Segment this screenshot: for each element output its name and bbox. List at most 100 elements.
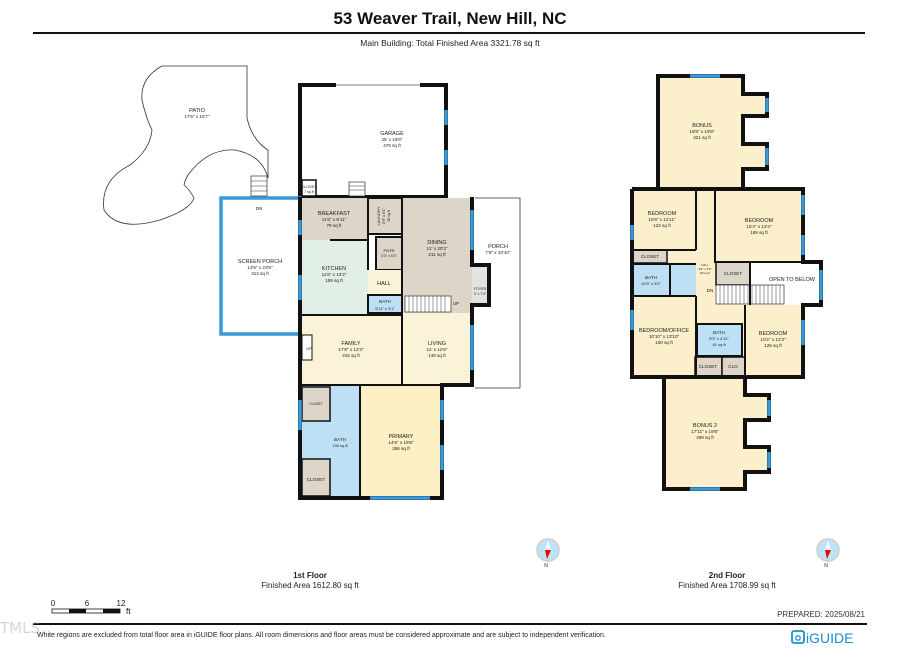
patio-stairs-dn: DN (256, 206, 263, 211)
screen-porch-area: 313 sq ft (251, 271, 269, 276)
page-subtitle: Main Building: Total Finished Area 3321.… (360, 38, 540, 48)
compass-north-label: N (544, 563, 548, 569)
patio-outline (103, 65, 269, 225)
page-title: 53 Weaver Trail, New Hill, NC (333, 9, 566, 28)
dining-area: 211 sq ft (428, 252, 446, 257)
hall-area: 69 sq ft (700, 271, 710, 275)
hall-room (368, 270, 402, 295)
bonus2-dims: 17'11" x 19'8" (691, 429, 719, 434)
clo-name: CLO (728, 364, 738, 369)
living-room (402, 313, 472, 385)
breakfast-name: BREAKFAST (318, 211, 351, 217)
dining-dims: 12' x 20'3" (426, 246, 447, 251)
bonus2-name: BONUS 2 (693, 423, 717, 429)
watermark-logo: TMLS (0, 619, 40, 637)
garage-stairs (348, 181, 366, 197)
family-stairs-up: UP (306, 346, 312, 351)
porch-outline (475, 197, 521, 389)
bath2-room (696, 323, 743, 357)
floor-2-area: Finished Area 1708.99 sq ft (678, 581, 776, 590)
closet-small-name: CLOSET (309, 402, 323, 406)
garage-area: 479 sq ft (383, 143, 401, 148)
pantry-name: PNTR (384, 248, 395, 253)
screen-porch-dims: 13'5" x 23'5" (247, 265, 273, 270)
compass-icon: N (536, 538, 560, 569)
hall-dims: 3'8" x 4'9" (698, 267, 711, 271)
floor-1-interior-walls (300, 198, 472, 498)
bonus-dims: 18'8" x 19'8" (689, 129, 715, 134)
bonus-name: BONUS (692, 123, 712, 129)
disclaimer-text: White regions are excluded from total fl… (37, 632, 606, 639)
bedroom3-dims: 10'2" x 12'3" (760, 337, 786, 342)
family-dims: 17'8" x 12'3" (338, 347, 364, 352)
iguide-logo-icon (791, 630, 805, 644)
pantry-dims: 4'3" x 6'3" (381, 254, 397, 258)
foyer-name: FOYER (474, 287, 487, 291)
hall-name: HALL (701, 263, 709, 267)
bath2-dims: 8'3" x 4'11" (709, 336, 729, 341)
main-stairs: UP (404, 295, 459, 313)
office-name: BEDROOM/OFFICE (639, 328, 689, 334)
primary-bath-name: BATH (334, 437, 346, 442)
office-area: 150 sq ft (655, 340, 673, 345)
family-stairs: UP (301, 334, 313, 361)
bonus2-area: 299 sq ft (696, 435, 714, 440)
closet-name: CLOSET (307, 477, 326, 482)
open-to-below-label: OPEN TO BELOW (769, 277, 816, 283)
breakfast-area: 79 sq ft (326, 223, 342, 228)
bedroom3-area: 125 sq ft (764, 343, 782, 348)
bonus-area: 321 sq ft (693, 135, 711, 140)
primary-bath-area: 130 sq ft (332, 443, 348, 448)
scale-tick: 0 (51, 599, 56, 608)
garage-closet-area: 7 sq ft (304, 190, 314, 194)
garage-dims: 25' x 19'8" (381, 137, 402, 142)
living-dims: 12' x 12'5" (426, 347, 447, 352)
laundry-dims: 5'9" x 6'1" (382, 207, 386, 223)
dining-room (402, 198, 472, 313)
patio-stairs: DN (250, 175, 268, 211)
porch-name: PORCH (488, 244, 508, 250)
family-name: FAMILY (341, 341, 360, 347)
patio-dims: 17'5" x 16'7" (184, 114, 210, 119)
closet1-name: CLOSET (641, 254, 660, 259)
floor-2-plan: BONUS 18'8" x 19'8" 321 sq ft DN BEDROOM… (630, 74, 823, 491)
family-room (300, 315, 402, 385)
floor-2-interior-walls (632, 189, 803, 377)
porch-dims: 7'8" x 33'10" (485, 250, 511, 255)
floor-1-plan: PATIO 17'5" x 16'7" GARAGE 25' x 19'8" 4… (103, 65, 521, 500)
primary-name: PRIMARY (389, 434, 414, 440)
bath1-name: BATH (645, 275, 657, 280)
bedroom3-name: BEDROOM (759, 331, 788, 337)
family-area: 215 sq ft (342, 353, 360, 358)
primary-area: 286 sq ft (392, 446, 410, 451)
floor-1-label: 1st Floor (293, 571, 327, 580)
laundry-area: 35 sq ft (387, 210, 391, 222)
living-name: LIVING (428, 341, 446, 347)
prepared-date: PREPARED: 2025/08/21 (777, 610, 865, 619)
kitchen-name: KITCHEN (322, 266, 346, 272)
bedroom1-area: 123 sq ft (653, 223, 671, 228)
primary-room (360, 385, 442, 498)
patio-name: PATIO (189, 108, 205, 114)
pantry-room (375, 236, 403, 271)
breakfast-dims: 11'6" x 6'11" (322, 217, 347, 222)
kitchen-area: 159 sq ft (325, 278, 343, 283)
scale-unit: ft (126, 607, 131, 616)
scale-tick: 6 (85, 599, 90, 608)
garage-closet-name: CLOSET (302, 185, 317, 189)
dining-name: DINING (427, 240, 446, 246)
iguide-brand: iGUIDE (806, 630, 853, 646)
bath1-room (632, 264, 696, 296)
bath2-area: 41 sq ft (712, 342, 726, 347)
foyer-dims: 3' x 7'4" (474, 292, 487, 296)
kitchen-room (300, 240, 368, 315)
floor-2-label: 2nd Floor (709, 571, 745, 580)
bath-name: BATH (379, 299, 391, 304)
bedroom1-dims: 10'9" x 12'11" (648, 217, 676, 222)
garage-name: GARAGE (380, 131, 404, 137)
iguide-logo: iGUIDE (791, 630, 853, 646)
bonus2-room (664, 379, 769, 489)
bath1-dims: 10'9" x 5'2" (641, 281, 661, 286)
bedroom2-name: BEDROOM (745, 218, 774, 224)
screen-porch-name: SCREEN PORCH (238, 259, 282, 265)
